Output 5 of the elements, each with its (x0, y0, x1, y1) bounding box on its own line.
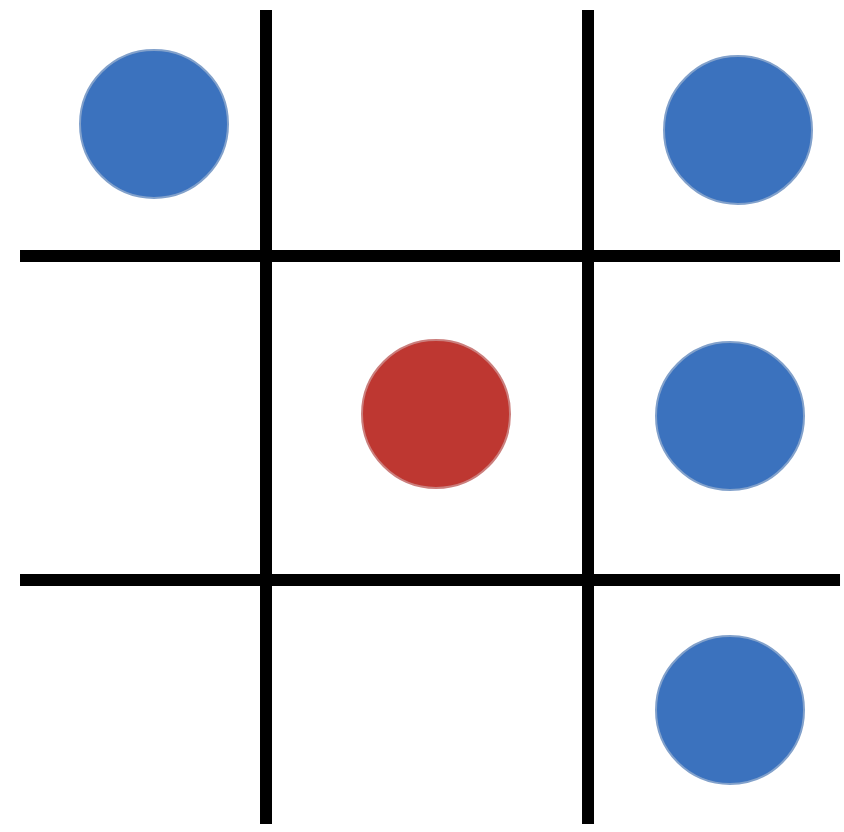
game-piece (655, 635, 805, 785)
game-piece (663, 55, 813, 205)
game-piece (79, 49, 229, 199)
game-piece (361, 339, 511, 489)
game-piece (655, 341, 805, 491)
